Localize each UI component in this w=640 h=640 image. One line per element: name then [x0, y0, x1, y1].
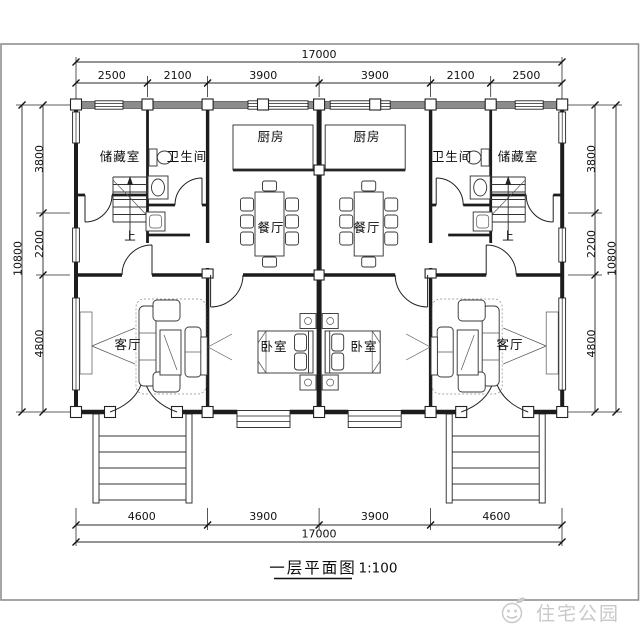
dimension-labels: 17000 2500 2100 3900 3900 2100 2500 1080…	[12, 48, 619, 541]
dim-left-total: 10800	[12, 241, 25, 276]
dim-left-seg-0: 3800	[33, 145, 46, 173]
room-label-bathroom-right: 卫生间	[432, 149, 473, 164]
room-label-storage-left: 储藏室	[100, 149, 141, 164]
dim-right-total: 10800	[606, 241, 619, 276]
room-label-living-left: 客厅	[114, 337, 141, 352]
watermark-text: 住宅公园	[536, 603, 620, 625]
dimension-lines	[16, 57, 622, 546]
dim-top-seg-3: 3900	[361, 69, 389, 82]
dim-top-seg-2: 3900	[249, 69, 277, 82]
room-label-kitchen-left: 厨房	[257, 129, 284, 144]
dim-top-total: 17000	[302, 48, 337, 61]
room-label-dining-left: 餐厅	[257, 220, 284, 235]
dim-top-seg-5: 2500	[512, 69, 540, 82]
stairs-up-label-left: 上	[124, 229, 136, 243]
dim-bottom-seg-3: 4600	[482, 510, 510, 523]
unit-left-geometry	[69, 98, 320, 504]
dim-bottom-total: 17000	[302, 528, 337, 541]
column	[313, 269, 325, 281]
dim-top-seg-1: 2100	[164, 69, 192, 82]
watermark-logo-icon	[501, 597, 525, 624]
drawing-title: 一层平面图 1:100	[269, 559, 398, 580]
dim-top-seg-0: 2500	[98, 69, 126, 82]
room-label-storage-right: 储藏室	[498, 149, 539, 164]
room-labels: 储藏室 储藏室 卫生间 卫生间 厨房 厨房 餐厅 餐厅 客厅 客厅 卧室 卧室 …	[100, 129, 539, 354]
dim-bottom-seg-2: 3900	[361, 510, 389, 523]
title-scale: 1:100	[359, 561, 398, 577]
dim-right-seg-1: 2200	[585, 230, 598, 258]
column	[313, 164, 325, 176]
dim-top-seg-4: 2100	[447, 69, 475, 82]
room-label-dining-right: 餐厅	[353, 220, 380, 235]
dim-left-seg-2: 4800	[33, 330, 46, 358]
stairs-up-label-right: 上	[502, 229, 514, 243]
column	[313, 405, 326, 419]
room-label-bedroom-right: 卧室	[350, 339, 377, 354]
dim-bottom-seg-1: 3900	[249, 510, 277, 523]
column	[313, 98, 326, 111]
dim-right-seg-2: 4800	[585, 330, 598, 358]
title-text: 一层平面图	[269, 559, 357, 577]
room-label-bedroom-left: 卧室	[260, 339, 287, 354]
watermark: 住宅公园	[501, 597, 620, 625]
room-label-living-right: 客厅	[496, 337, 523, 352]
room-label-bathroom-left: 卫生间	[167, 149, 208, 164]
dim-left-seg-1: 2200	[33, 230, 46, 258]
room-label-kitchen-right: 厨房	[353, 129, 380, 144]
dim-bottom-seg-0: 4600	[128, 510, 156, 523]
dim-right-seg-0: 3800	[585, 145, 598, 173]
